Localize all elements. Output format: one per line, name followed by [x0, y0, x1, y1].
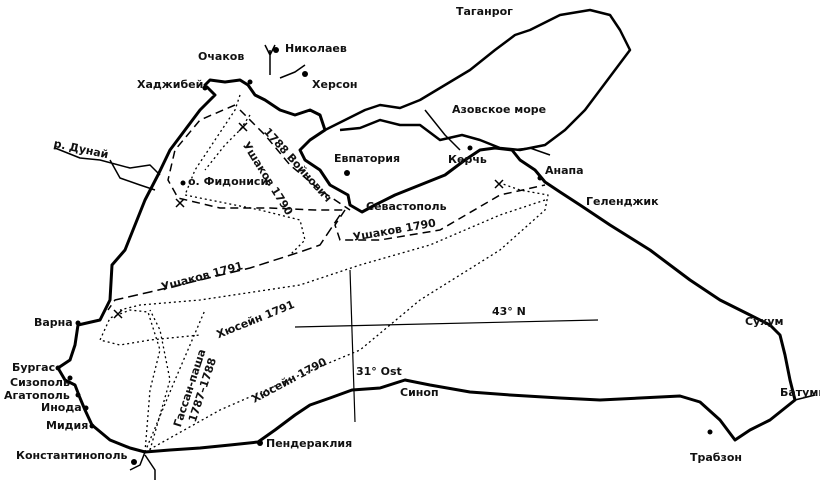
bosphorus [129, 451, 156, 480]
parallel-43-line [294, 319, 599, 328]
label-kherson: Херсон [312, 78, 358, 91]
dnieper-river [264, 44, 306, 79]
label-kerch: Керчь [448, 153, 487, 166]
label-agatopol: Агатополь [4, 389, 70, 402]
city-dot-icon [707, 429, 713, 435]
city-dot-icon [247, 79, 253, 85]
label-ochakov: Очаков [198, 50, 245, 63]
label-inoda: Инода [41, 401, 82, 414]
city-dot-icons [55, 47, 713, 465]
label-sukhum: Сухум [745, 315, 784, 328]
city-dot-icon [302, 71, 308, 77]
battle-marker-icon [175, 198, 185, 208]
azov-coast [324, 8, 632, 152]
danube-river [54, 147, 161, 191]
route-fidonisi-dotted [204, 114, 251, 171]
label-latitude-43n: 43° N [492, 305, 526, 318]
label-burgas: Бургас [12, 361, 56, 374]
city-dot-icon [273, 47, 279, 53]
label-varna: Варна [34, 316, 73, 329]
city-dot-icon [537, 175, 543, 181]
label-nikolaev: Николаев [285, 42, 347, 55]
label-sinop: Синоп [400, 386, 439, 399]
route-ushakov-1790-east [334, 184, 546, 241]
kuban-river [509, 147, 551, 156]
city-dot-icon [89, 423, 95, 429]
label-sizopol: Сизополь [10, 376, 70, 389]
battle-marker-icons [113, 122, 504, 319]
label-batumi: Батуми [780, 386, 820, 399]
label-constantinople: Константинополь [16, 449, 128, 462]
rioni-river [794, 394, 816, 401]
label-taganrog: Таганрог [456, 5, 513, 18]
meridian-31-line [349, 269, 356, 423]
city-dot-icon [75, 392, 81, 398]
label-penderaklia: Пендераклия [266, 437, 353, 450]
label-midiya: Мидия [46, 419, 89, 432]
battle-marker-icon [494, 179, 504, 189]
label-anapa: Анапа [545, 164, 584, 177]
city-dot-icon [257, 440, 263, 446]
city-dot-icon [344, 170, 350, 176]
city-dot-icon [180, 180, 186, 186]
label-azov-sea: Азовское море [452, 103, 547, 116]
battle-marker-icon [113, 309, 123, 319]
city-dot-icon [55, 365, 61, 371]
label-fidonisi: о. Фидониси [188, 175, 269, 188]
arabat-spit [424, 109, 461, 151]
city-dot-icon [75, 320, 81, 326]
city-dot-icon [202, 85, 208, 91]
city-dot-icon [467, 145, 473, 151]
label-khadzhibey: Хаджибей [137, 78, 204, 91]
label-trabzon: Трабзон [690, 451, 743, 464]
route-ushakov-1791 [107, 214, 341, 311]
label-evpatoria: Евпатория [334, 152, 401, 165]
route-ushakov-1790-west [167, 104, 345, 211]
label-gelendzhik: Геленджик [586, 195, 659, 208]
route-husein-1790 [144, 182, 549, 453]
label-sevastopol: Севастополь [366, 200, 447, 213]
label-longitude-31-ost: 31° Ost [356, 365, 402, 378]
route-husein-1791 [119, 199, 546, 311]
city-dot-icon [83, 405, 89, 411]
city-dot-icon [131, 459, 137, 465]
battle-marker-icon [238, 122, 248, 132]
city-dot-icon [67, 375, 73, 381]
